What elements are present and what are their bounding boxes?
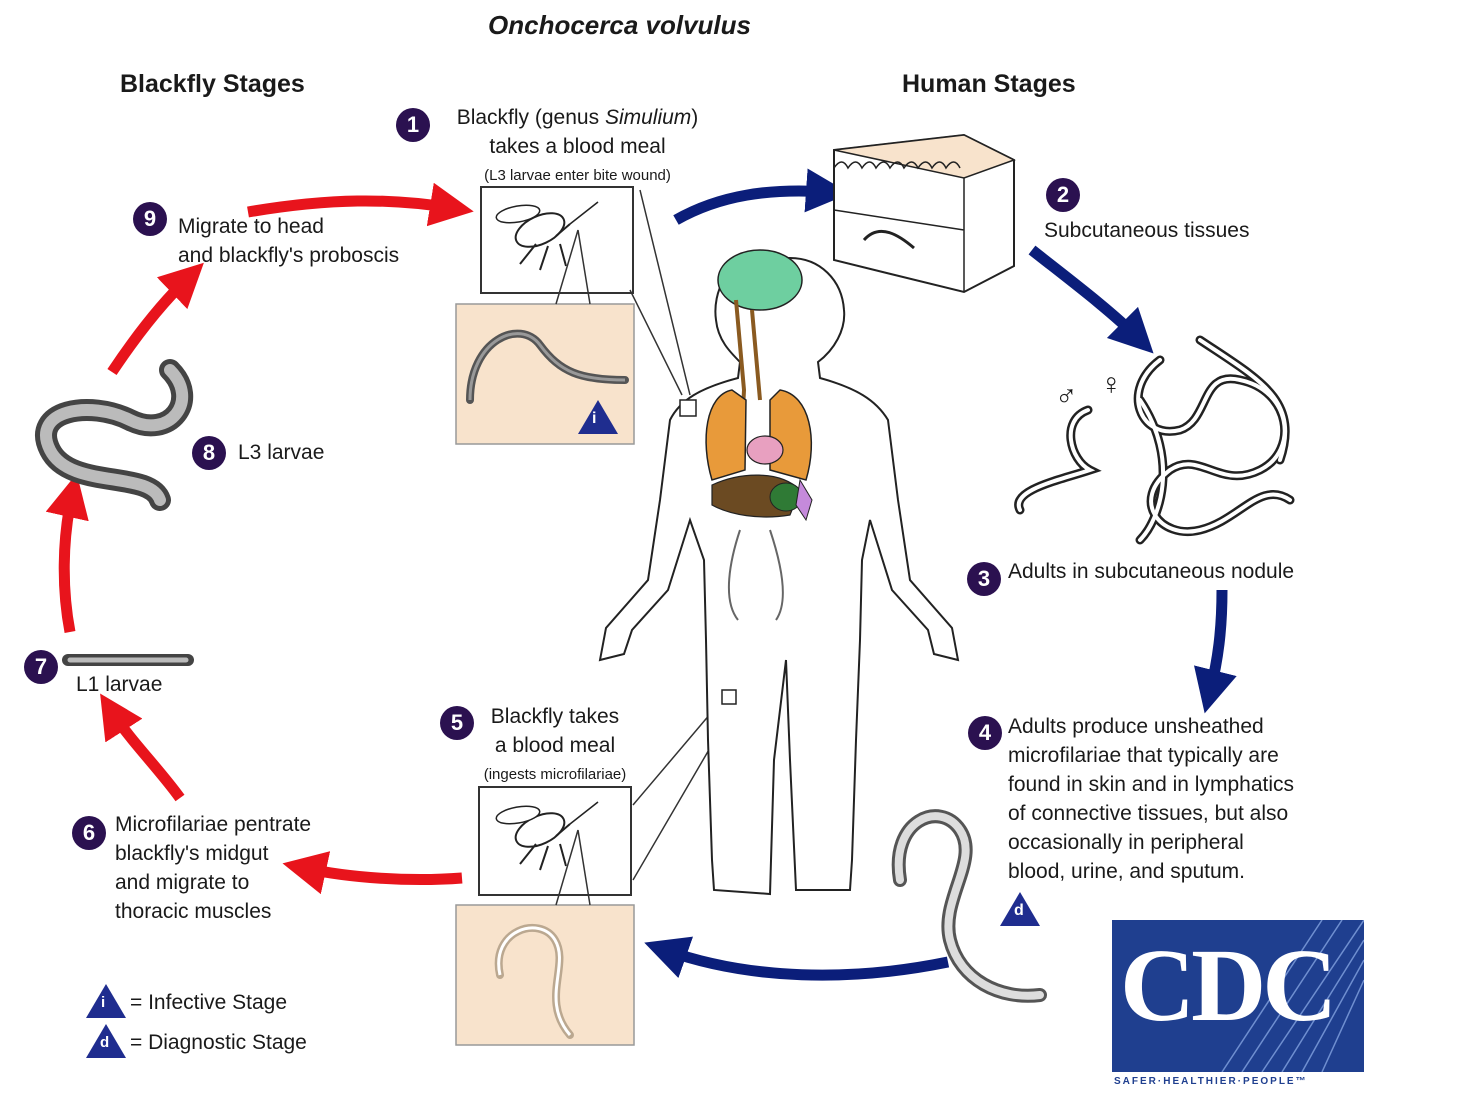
step-4-badge: 4	[968, 716, 1002, 750]
cdc-tagline: SAFER·HEALTHIER·PEOPLE™	[1114, 1076, 1308, 1087]
arrow-7-to-8	[64, 495, 72, 632]
legend-infective-label: = Infective Stage	[130, 988, 287, 1017]
step-8-badge: 8	[192, 436, 226, 470]
male-symbol: ♂	[1055, 380, 1078, 414]
step-3-badge: 3	[967, 562, 1001, 596]
step-9-label: Migrate to head and blackfly's proboscis	[178, 212, 399, 270]
step-4-label: Adults produce unsheathed microfilariae …	[1008, 712, 1294, 886]
step-1-badge: 1	[396, 108, 430, 142]
arrow-8-to-9	[112, 278, 188, 372]
infective-marker-letter: i	[592, 410, 596, 428]
step-6-badge: 6	[72, 816, 106, 850]
step-7-label: L1 larvae	[76, 670, 162, 699]
legend-diagnostic-letter: d	[100, 1034, 109, 1051]
arrow-6-to-7	[112, 712, 180, 798]
human-stages-heading: Human Stages	[902, 70, 1076, 99]
diagram-title: Onchocerca volvulus	[488, 10, 751, 41]
blackfly-stages-heading: Blackfly Stages	[120, 70, 305, 99]
cdc-logo: CDC	[1112, 920, 1364, 1072]
human-body-figure	[600, 250, 958, 894]
legend-infective-triangle	[86, 984, 126, 1018]
female-symbol: ♀	[1100, 368, 1123, 402]
skin-tissue-block	[834, 135, 1014, 292]
step-9-badge: 9	[133, 202, 167, 236]
diagnostic-marker-letter: d	[1014, 902, 1024, 920]
microfilaria-panel-5	[456, 905, 634, 1045]
arrow-5-to-6	[304, 868, 462, 880]
blackfly-feeding-panel-1	[481, 187, 633, 293]
step-7-badge: 7	[24, 650, 58, 684]
step-3-label: Adults in subcutaneous nodule	[1008, 557, 1294, 586]
step-5-label: Blackfly takes a blood meal (ingests mic…	[450, 702, 660, 789]
step-2-label: Subcutaneous tissues	[1044, 216, 1249, 245]
step-2-badge: 2	[1046, 178, 1080, 212]
arrow-9-to-1	[248, 201, 452, 212]
arrow-2-to-3	[1032, 250, 1138, 338]
arrow-4-to-5	[665, 950, 948, 975]
arrow-1-to-2	[676, 191, 828, 220]
legend-infective-letter: i	[101, 994, 105, 1011]
step-8-label: L3 larvae	[238, 438, 324, 467]
step-1-label: Blackfly (genus Simulium) takes a blood …	[430, 103, 725, 190]
l3-larva-worm	[46, 370, 182, 500]
step-6-label: Microfilariae pentrate blackfly's midgut…	[115, 810, 311, 926]
blackfly-feeding-panel-5	[479, 787, 631, 895]
arrow-3-to-4	[1210, 590, 1222, 692]
cdc-logo-text: CDC	[1120, 926, 1333, 1045]
legend-diagnostic-label: = Diagnostic Stage	[130, 1028, 307, 1057]
